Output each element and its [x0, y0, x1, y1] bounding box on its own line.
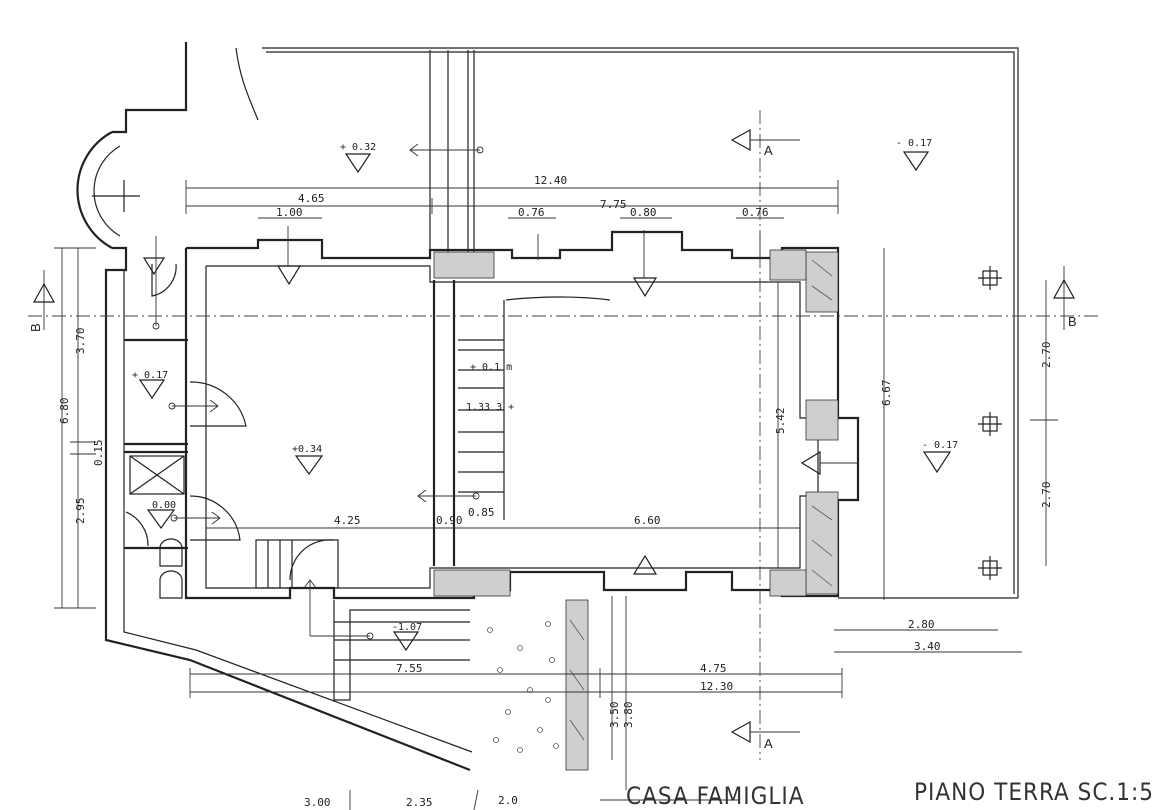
dim-right-lower: 2.70: [1040, 482, 1053, 509]
section-label-b-left: B: [28, 323, 43, 332]
dim-terrace-width-1: 2.80: [908, 618, 935, 631]
level-lower-entry: -1.07: [392, 622, 422, 633]
dim-left-upper: 3.70: [74, 328, 87, 355]
top-dimension-lines: [185, 180, 839, 219]
dim-left-total: 6.80: [58, 398, 71, 425]
drawing-title-sheet: PIANO TERRA SC.1:50: [914, 778, 1152, 806]
dim-left-mid: 0.15: [92, 440, 105, 467]
dim-overall-top: 12.40: [534, 174, 567, 187]
dim-wall: 0.90: [436, 514, 463, 527]
level-main-room: +0.34: [292, 444, 322, 455]
level-north-garden: + 0.32: [340, 142, 376, 153]
dim-bottom-v1: 3.50: [608, 702, 621, 729]
gravel-courtyard: [487, 621, 559, 753]
dim-bottom-overall: 12.30: [700, 680, 733, 693]
dim-window-1: 1.00: [276, 206, 303, 219]
dim-bottom-left: 7.55: [396, 662, 423, 675]
building-walls: [124, 230, 860, 600]
level-north-east: - 0.17: [896, 138, 932, 149]
entrance-stair: [255, 539, 470, 701]
dim-edge-b: 2.35: [406, 796, 433, 809]
section-label-a-top: A: [764, 143, 773, 158]
dim-window-4: 0.76: [742, 206, 769, 219]
dim-left-lower: 2.95: [74, 498, 87, 525]
left-dimension-lines: [54, 247, 96, 609]
stone-masonry: [433, 249, 839, 771]
terrace-pillars: [978, 266, 1002, 580]
stair-note-1: + 0.1 m: [470, 362, 512, 373]
dim-room-right: 6.60: [634, 514, 661, 527]
level-terrace: - 0.17: [922, 440, 958, 451]
dim-top-left: 4.65: [298, 192, 325, 205]
dim-terrace-width-2: 3.40: [914, 640, 941, 653]
central-stair-lines: [458, 296, 611, 520]
dim-terrace-height: 6.67: [880, 380, 893, 407]
right-dimension-lines: [834, 280, 1058, 653]
dim-room-left: 4.25: [334, 514, 361, 527]
dim-window-3: 0.80: [630, 206, 657, 219]
level-hall: + 0.17: [132, 370, 168, 381]
dim-window-2: 0.76: [518, 206, 545, 219]
bottom-dimension-lines: [189, 596, 843, 790]
dim-edge-c: 2.0: [498, 794, 518, 807]
section-label-a-bottom: A: [764, 736, 773, 751]
dim-bottom-v2: 3.80: [622, 702, 635, 729]
section-label-b-right: B: [1068, 314, 1077, 329]
direction-arrows: [152, 143, 761, 640]
level-service: 0.00: [152, 500, 176, 511]
stair-note-2: 1.33 3 +: [466, 402, 514, 413]
dim-top-right: 7.75: [600, 198, 627, 211]
dim-right-upper: 2.70: [1040, 342, 1053, 369]
site-boundary: [262, 47, 1019, 599]
drawing-title-project: CASA FAMIGLIA: [626, 782, 805, 810]
apse-outline: [76, 42, 473, 772]
dim-bottom-right: 4.75: [700, 662, 727, 675]
dim-edge-a: 3.00: [304, 796, 331, 809]
inner-dimension-lines: [206, 248, 885, 600]
section-axis-b: [28, 266, 1100, 330]
level-triangles: [138, 151, 952, 652]
dim-room-height: 5.42: [774, 408, 787, 435]
dim-step: 0.85: [468, 506, 495, 519]
